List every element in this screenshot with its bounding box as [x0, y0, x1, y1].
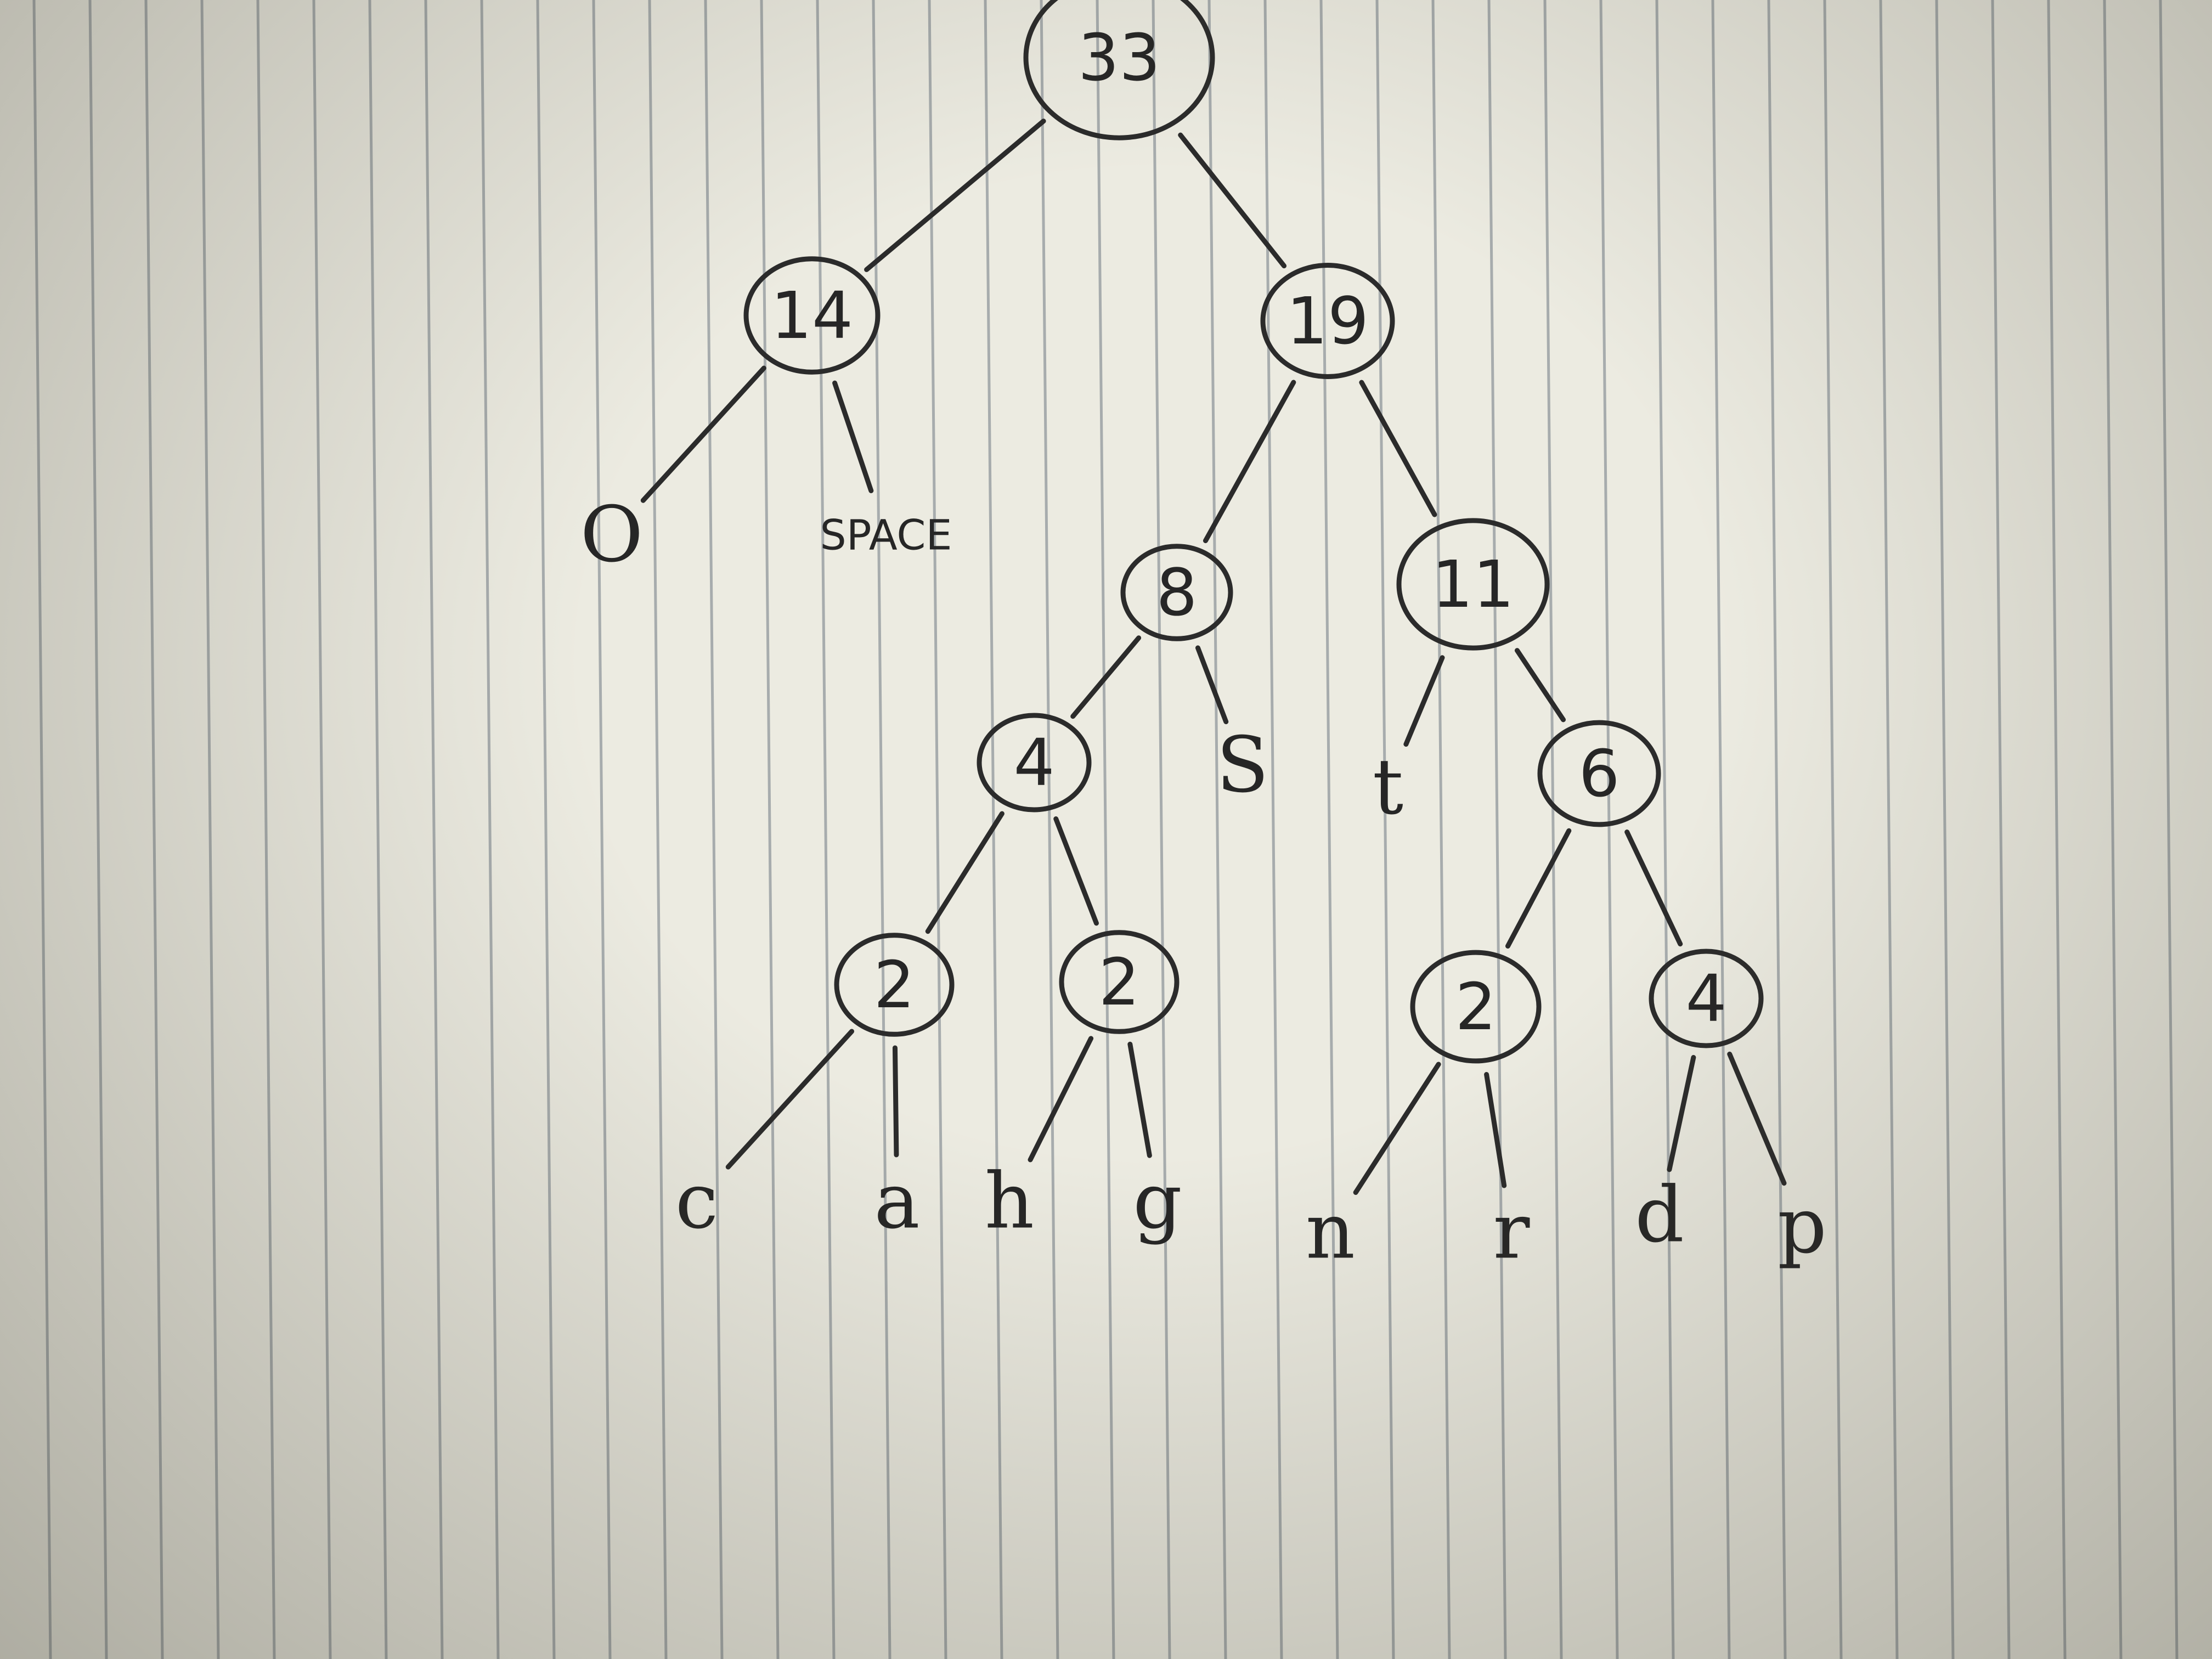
tree-edge [1053, 816, 1099, 926]
tree-edge [1514, 648, 1566, 723]
rule-line [88, 0, 108, 1659]
rule-line [1823, 0, 1843, 1659]
rule-line [1152, 0, 1171, 1659]
rule-line [1767, 0, 1787, 1659]
node-circle [1649, 949, 1764, 1048]
tree-edge [1403, 655, 1445, 747]
tree-edges [640, 119, 1787, 1195]
rule-line [1375, 0, 1395, 1659]
leaf-symbol: p [1778, 1182, 1827, 1271]
rule-line [368, 0, 388, 1659]
rule-line [1655, 0, 1675, 1659]
rule-line [536, 0, 556, 1659]
rule-line [424, 0, 444, 1659]
rule-line [32, 0, 52, 1659]
rule-line [1263, 0, 1283, 1659]
leaf-symbol: g [1133, 1157, 1182, 1246]
tree-edge [1203, 380, 1296, 544]
rule-line [480, 0, 500, 1659]
node-weight: 6 [1578, 736, 1620, 811]
rule-line [1991, 0, 2011, 1659]
node-weight: 4 [1685, 961, 1726, 1036]
node-weight: 19 [1286, 283, 1369, 359]
rule-line [2103, 0, 2123, 1659]
node-weight: 8 [1156, 555, 1197, 630]
tree-edge [1624, 830, 1683, 947]
rule-line [928, 0, 947, 1659]
leaf-symbol: t [1373, 743, 1403, 832]
rule-line [144, 0, 164, 1659]
leaf-symbol: O [580, 490, 644, 580]
rule-line [2047, 0, 2067, 1659]
node-circle [1396, 518, 1550, 651]
rule-line [1431, 0, 1451, 1659]
tree-edge [1359, 380, 1437, 517]
tree-edge [1667, 1055, 1696, 1172]
rule-line [1319, 0, 1339, 1659]
tree-edge [1505, 828, 1572, 949]
rule-line [1207, 0, 1227, 1659]
rule-line [1543, 0, 1563, 1659]
node-weight: 4 [1013, 725, 1054, 800]
rule-line [256, 0, 276, 1659]
tree-edge [725, 1029, 855, 1170]
leaf-symbol: d [1635, 1171, 1684, 1260]
tree-edge [1727, 1051, 1787, 1186]
tree-edge [925, 811, 1005, 934]
leaf-symbol: c [675, 1157, 718, 1246]
leaf-symbol: r [1493, 1187, 1530, 1277]
rule-line [1599, 0, 1619, 1659]
node-weight: 14 [771, 278, 853, 353]
rule-line [1040, 0, 1059, 1659]
tree-edge [640, 365, 766, 503]
rule-line [648, 0, 668, 1659]
node-circle [1537, 720, 1661, 827]
rule-line [1487, 0, 1507, 1659]
tree-edge [832, 380, 874, 493]
rule-line [872, 0, 891, 1659]
leaf-symbol: a [874, 1157, 919, 1246]
node-weight: 11 [1432, 546, 1514, 622]
leaf-symbol: h [985, 1157, 1034, 1246]
node-circle [743, 256, 881, 375]
rule-line [1096, 0, 1115, 1659]
node-weight: 2 [1455, 969, 1496, 1045]
tree-edge [1195, 645, 1229, 725]
node-circle [977, 713, 1092, 812]
node-circle [1120, 544, 1233, 641]
node-circle [1260, 263, 1395, 379]
tree-edge [892, 1045, 899, 1158]
node-circle [1059, 930, 1180, 1034]
tree-edge [864, 119, 1046, 272]
rule-line [816, 0, 836, 1659]
tree-edge [1028, 1036, 1094, 1163]
rule-line [1935, 0, 1955, 1659]
leaf-symbol: n [1306, 1187, 1355, 1277]
node-circle [834, 933, 955, 1037]
rule-line [1711, 0, 1731, 1659]
rule-line [312, 0, 332, 1659]
leaf-symbol: SPACE [820, 511, 952, 560]
rule-line [2159, 0, 2179, 1659]
node-circle [1023, 0, 1215, 140]
tree-edge [1127, 1041, 1152, 1158]
node-weight: 33 [1078, 20, 1160, 95]
leaf-symbol: S [1216, 721, 1269, 810]
node-weight: 2 [1098, 944, 1139, 1020]
rule-line [592, 0, 612, 1659]
node-circle [1410, 950, 1542, 1064]
tree-edge [1178, 132, 1287, 269]
tree-edge [1484, 1071, 1507, 1188]
node-weight: 2 [873, 947, 915, 1023]
tree-edge [1070, 635, 1142, 719]
rule-line [200, 0, 220, 1659]
tree-edge [1353, 1062, 1441, 1195]
rule-line [1879, 0, 1899, 1659]
rule-line [704, 0, 724, 1659]
tree-nodes: O SPACE 14 c a 2 h g 2 4 S 8 t n r 2 d p 4 6 11 19 33 [580, 0, 1827, 1277]
